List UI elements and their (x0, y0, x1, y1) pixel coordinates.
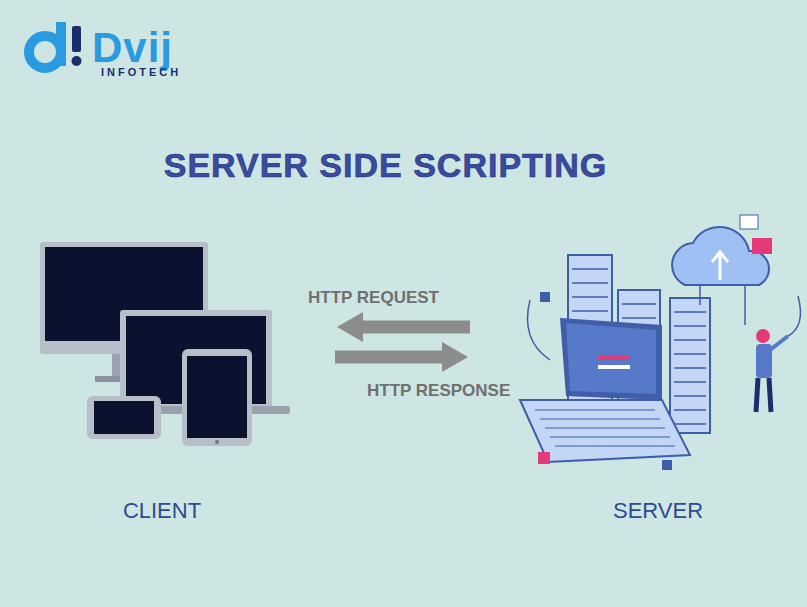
server-racks (674, 353, 706, 355)
logo-mark (72, 56, 82, 66)
cloud-icon (700, 285, 745, 325)
server-racks (572, 282, 608, 284)
server-racks (674, 325, 706, 327)
logo-mark (56, 22, 66, 66)
logo-mark (72, 26, 81, 52)
decor-cubes (540, 292, 550, 302)
server-laptop (598, 365, 630, 369)
server-group: SERVER (470, 205, 800, 530)
server-laptop (520, 300, 690, 462)
client-group: CLIENT (35, 235, 335, 530)
server-racks (674, 311, 706, 313)
title: SERVER SIDE SCRIPTING (0, 146, 807, 185)
technician-figure (756, 329, 770, 343)
server-racks (674, 395, 706, 397)
server-racks (674, 381, 706, 383)
phone (87, 396, 161, 439)
http-arrow (361, 321, 470, 334)
server-laptop (566, 323, 656, 394)
http-arrow (335, 351, 444, 364)
server-racks (674, 367, 706, 369)
server-laptop (528, 300, 551, 360)
cloud-icon (740, 215, 758, 229)
node-label: CLIENT (35, 498, 289, 524)
edge-label: HTTP REQUEST (308, 288, 439, 308)
logo-wordmark: Dvij (92, 24, 173, 72)
server-racks (670, 298, 710, 433)
tablet (182, 349, 252, 446)
cloud-icon (672, 215, 772, 325)
server-laptop (598, 355, 630, 360)
server-racks (674, 423, 706, 425)
tablet (215, 440, 219, 444)
server-racks (674, 409, 706, 411)
tablet (182, 349, 252, 446)
server-laptop (535, 410, 675, 446)
node-label: SERVER (516, 498, 800, 524)
technician-figure (756, 378, 771, 412)
tablet (187, 356, 247, 438)
server-racks (572, 310, 608, 312)
technician-figure (756, 296, 800, 412)
decor-cubes (538, 452, 550, 464)
decor-cubes (662, 460, 672, 470)
cloud-icon (672, 227, 769, 285)
decor-cubes (538, 292, 672, 470)
cloud-icon (752, 238, 772, 254)
server-racks (622, 317, 656, 319)
logo-tagline: INFOTECH (101, 66, 181, 78)
phone (94, 401, 154, 434)
server-racks (622, 303, 656, 305)
technician-figure (770, 336, 788, 350)
cloud-icon (712, 252, 728, 280)
logo-mark (29, 22, 82, 68)
phone (87, 396, 161, 439)
server-racks (572, 296, 608, 298)
server-racks (674, 339, 706, 341)
server-racks (572, 268, 608, 270)
technician-figure (788, 296, 800, 336)
server-laptop (560, 318, 662, 400)
edge-label: HTTP RESPONSE (367, 381, 510, 401)
